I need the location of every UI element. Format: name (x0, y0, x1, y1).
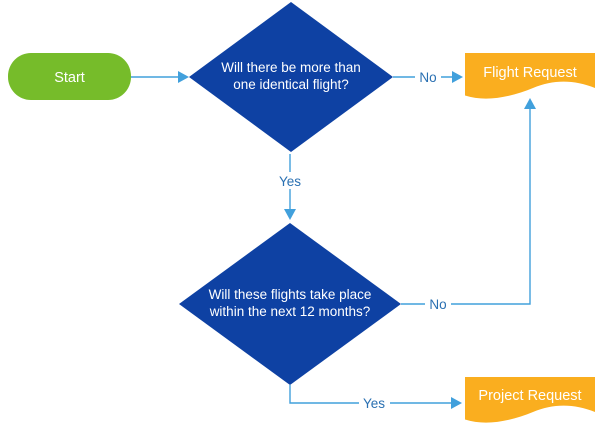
edge-decision1-yes-label: Yes (279, 174, 301, 189)
flight-request-node (465, 53, 595, 99)
edge-label-bg (359, 394, 390, 411)
edge-decision1-no-label: No (419, 70, 436, 85)
decision2-node (179, 223, 401, 385)
edge-decision2-no (401, 109, 531, 305)
start-node (8, 53, 131, 100)
decision2-label-line1: Will these flights take place (209, 287, 372, 302)
arrowhead-right-icon (178, 71, 189, 83)
arrowhead-right-icon (451, 397, 462, 409)
flight-request-label: Flight Request (483, 65, 577, 81)
arrowhead-up-icon (524, 98, 536, 109)
arrowhead-right-icon (452, 71, 463, 83)
decision1-label-line1: Will there be more than (221, 60, 361, 75)
decision1-node (189, 2, 393, 152)
edge-label-bg (275, 172, 305, 189)
edge-decision2-yes (289, 385, 451, 404)
start-label: Start (54, 70, 85, 86)
project-request-node (465, 377, 595, 423)
decision1-label-line2: one identical flight? (233, 77, 349, 92)
decision2-label-line2: within the next 12 months? (209, 304, 371, 319)
project-request-label: Project Request (478, 388, 581, 404)
arrowhead-down-icon (284, 209, 296, 220)
edge-decision2-no-label: No (429, 297, 446, 312)
edge-label-bg (415, 68, 441, 85)
edge-label-bg (425, 295, 451, 312)
edge-decision2-yes-label: Yes (363, 396, 385, 411)
